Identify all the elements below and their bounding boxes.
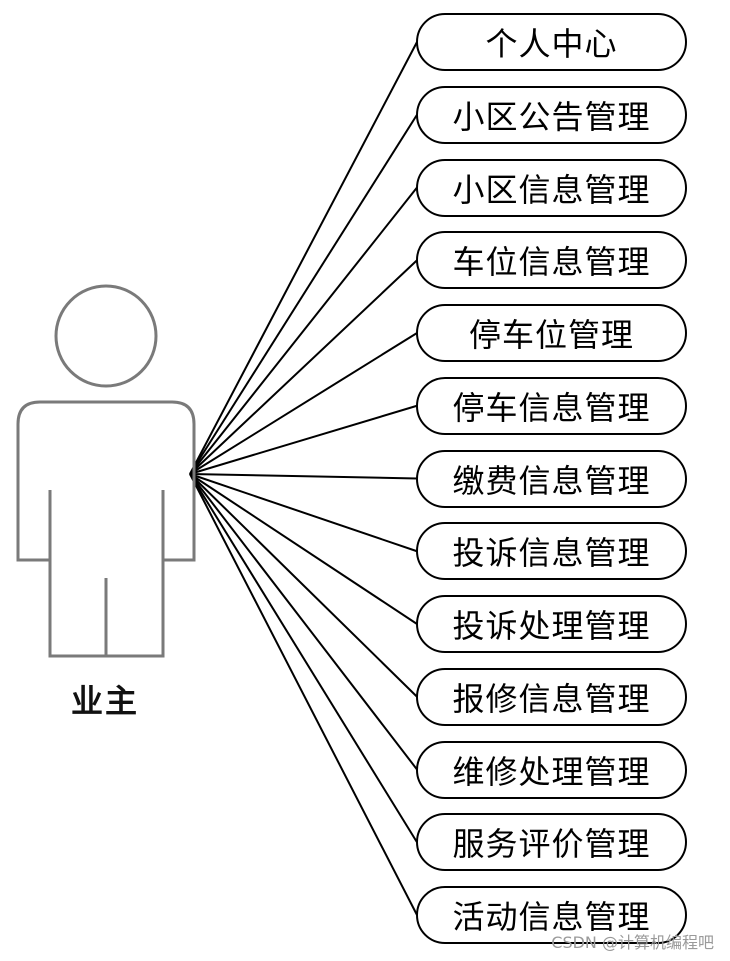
association-line-11 [189, 473, 418, 843]
use-case-11: 服务评价管理 [416, 813, 687, 872]
association-line-0 [189, 41, 418, 475]
association-line-4 [189, 332, 418, 475]
use-case-0: 个人中心 [416, 13, 687, 71]
association-line-8 [189, 473, 418, 625]
use-case-2: 小区信息管理 [416, 158, 687, 217]
use-case-4: 停车位管理 [416, 304, 687, 362]
use-case-9: 报修信息管理 [416, 667, 687, 726]
actor-figure [16, 284, 196, 658]
use-case-5: 停车信息管理 [416, 376, 687, 435]
use-case-10: 维修处理管理 [416, 740, 687, 799]
association-line-12 [189, 473, 418, 916]
use-case-6: 缴费信息管理 [416, 449, 687, 508]
actor-label: 业主 [70, 682, 139, 720]
use-case-1: 小区公告管理 [416, 85, 687, 144]
use-case-12: 活动信息管理 [416, 886, 687, 944]
association-line-6 [189, 473, 418, 480]
association-line-7 [189, 473, 418, 553]
use-case-8: 投诉处理管理 [416, 595, 687, 653]
association-lines [189, 41, 418, 916]
association-line-3 [189, 259, 418, 475]
actor-body [16, 400, 196, 658]
actor-head [54, 284, 158, 388]
association-line-1 [189, 114, 418, 475]
watermark: CSDN @计算机编程吧 [551, 933, 714, 952]
use-case-7: 投诉信息管理 [416, 522, 687, 581]
association-line-2 [189, 186, 418, 475]
association-line-9 [189, 473, 418, 698]
use-case-3: 车位信息管理 [416, 231, 687, 290]
association-line-10 [189, 473, 418, 771]
association-line-5 [189, 404, 418, 475]
